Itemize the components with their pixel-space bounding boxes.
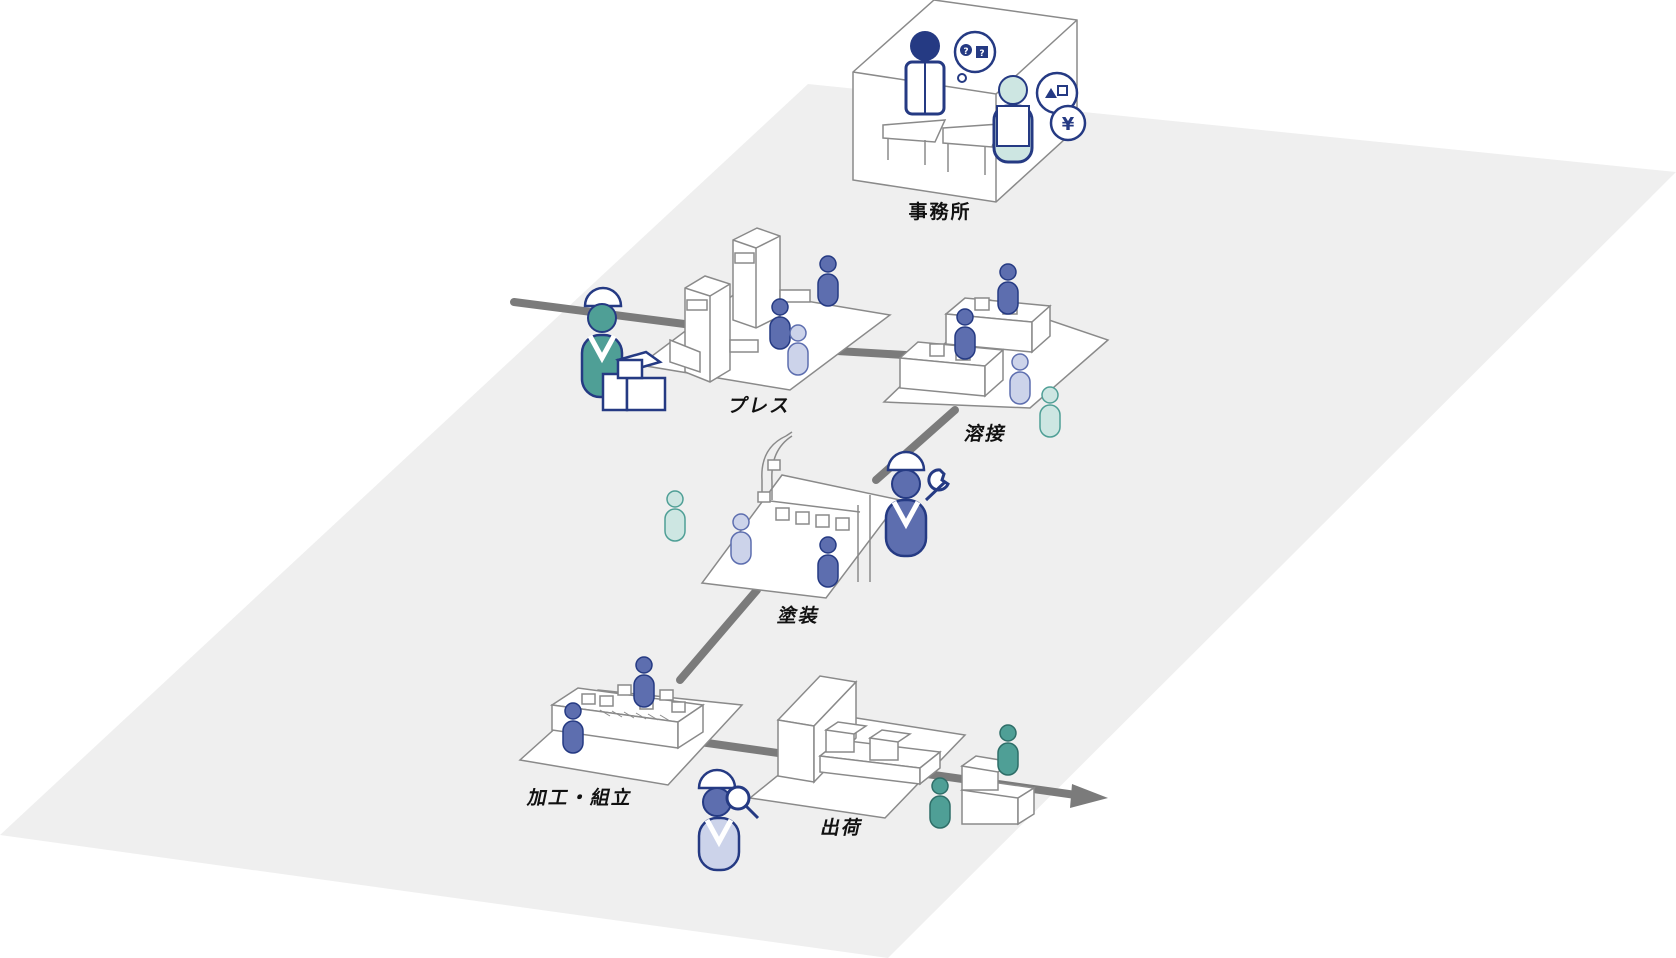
boxes-icon [601, 350, 667, 412]
wrench-icon [924, 468, 950, 502]
shipping-worker-1 [997, 724, 1019, 776]
question-mark-1: ? [963, 47, 968, 57]
label-shipping: 出荷 [819, 816, 866, 839]
office-worker-teal [992, 75, 1034, 164]
painting-parts [757, 459, 850, 531]
press-worker-3 [787, 324, 809, 376]
yen-symbol: ¥ [1062, 114, 1075, 135]
label-welding: 溶接 [962, 422, 1009, 445]
painting-worker-1 [664, 490, 686, 542]
press-machines [669, 227, 811, 383]
painting-worker-2 [730, 513, 752, 565]
painting-worker-3 [817, 536, 839, 588]
question-mark-2: ? [979, 49, 984, 59]
assembly-worker-2 [562, 702, 584, 754]
question-thought-icon: ? ? [953, 30, 997, 83]
shipping-worker-2 [929, 777, 951, 829]
label-press: プレス [726, 394, 794, 417]
welding-worker-1 [997, 263, 1019, 315]
inspector-helmet-icon [697, 768, 741, 872]
maintenance-worker-helmet-icon [884, 450, 928, 558]
arrow-right-icon [1070, 784, 1108, 808]
assembly-worker-1 [633, 656, 655, 708]
press-worker-2 [769, 298, 791, 350]
yen-idea-icon: ¥ [1035, 71, 1087, 142]
label-assembly: 加工・組立 [525, 786, 636, 809]
welding-worker-4 [1039, 386, 1061, 438]
welding-worker-3 [1009, 353, 1031, 405]
welding-worker-2 [954, 308, 976, 360]
assembly-benches [549, 684, 706, 750]
shipping-machine [776, 675, 942, 786]
office-worker-navy [904, 31, 946, 116]
label-office: 事務所 [908, 200, 971, 223]
label-painting: 塗装 [776, 604, 823, 627]
painting-conveyor [761, 431, 871, 582]
shipping-boxes [959, 755, 1037, 826]
magnifier-icon [725, 785, 760, 820]
press-worker-1 [817, 255, 839, 307]
painting-platform [700, 474, 902, 599]
